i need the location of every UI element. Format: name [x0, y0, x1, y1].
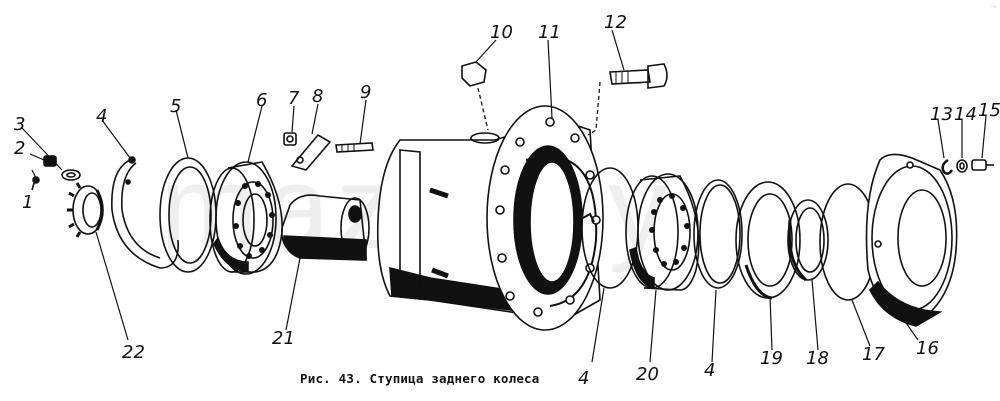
label-10: 10 — [490, 22, 513, 43]
label-22: 22 — [122, 342, 145, 363]
part-12-bolt — [587, 63, 668, 136]
part-11-hub — [376, 105, 604, 331]
label-2: 2 — [14, 138, 25, 159]
leader-lines — [21, 29, 987, 363]
corner-mark: ·- — [990, 2, 996, 11]
figure-caption: Рис. 43. Ступица заднего колеса — [300, 371, 540, 386]
label-13: 13 — [930, 104, 953, 125]
label-17: 17 — [862, 344, 885, 365]
part-22-slotted-nut — [67, 182, 104, 238]
label-7: 7 — [288, 88, 300, 109]
part-2-nut — [43, 155, 57, 167]
label-5: 5 — [170, 96, 181, 117]
part-16-cover — [865, 153, 958, 327]
part-18-seal — [787, 199, 829, 282]
label-16: 16 — [916, 338, 939, 359]
part-15-bolt — [971, 159, 994, 171]
label-4-mid: 4 — [578, 368, 589, 389]
part-6-bearing — [209, 161, 283, 275]
part-3-washer — [61, 169, 81, 181]
label-19: 19 — [760, 348, 783, 369]
label-12: 12 — [604, 12, 627, 33]
part-7-nut — [283, 132, 297, 146]
part-14-washer — [956, 159, 968, 173]
part-4-snap-ring-right — [693, 179, 743, 289]
label-3: 3 — [14, 114, 25, 135]
part-8-lock-plate — [290, 133, 332, 171]
label-15: 15 — [978, 100, 1000, 121]
label-18: 18 — [806, 348, 829, 369]
label-4-right: 4 — [704, 360, 715, 381]
part-20-bearing — [625, 173, 700, 291]
part-5-ring — [159, 157, 217, 273]
label-9: 9 — [360, 82, 371, 103]
label-11: 11 — [538, 22, 561, 43]
label-21: 21 — [272, 328, 295, 349]
label-6: 6 — [256, 90, 267, 111]
label-8: 8 — [312, 86, 323, 107]
label-4-left: 4 — [96, 106, 107, 127]
part-19-seal — [735, 181, 801, 300]
part-21-spacer-sleeve — [281, 194, 370, 261]
part-13-lock-washer — [941, 158, 954, 175]
part-4-snap-ring-left — [111, 156, 179, 269]
label-20: 20 — [636, 364, 659, 385]
part-9-stud — [335, 142, 374, 153]
label-1: 1 — [22, 192, 33, 213]
part-10-nut — [461, 61, 489, 131]
part-1-screw — [31, 176, 40, 191]
label-14: 14 — [954, 104, 977, 125]
